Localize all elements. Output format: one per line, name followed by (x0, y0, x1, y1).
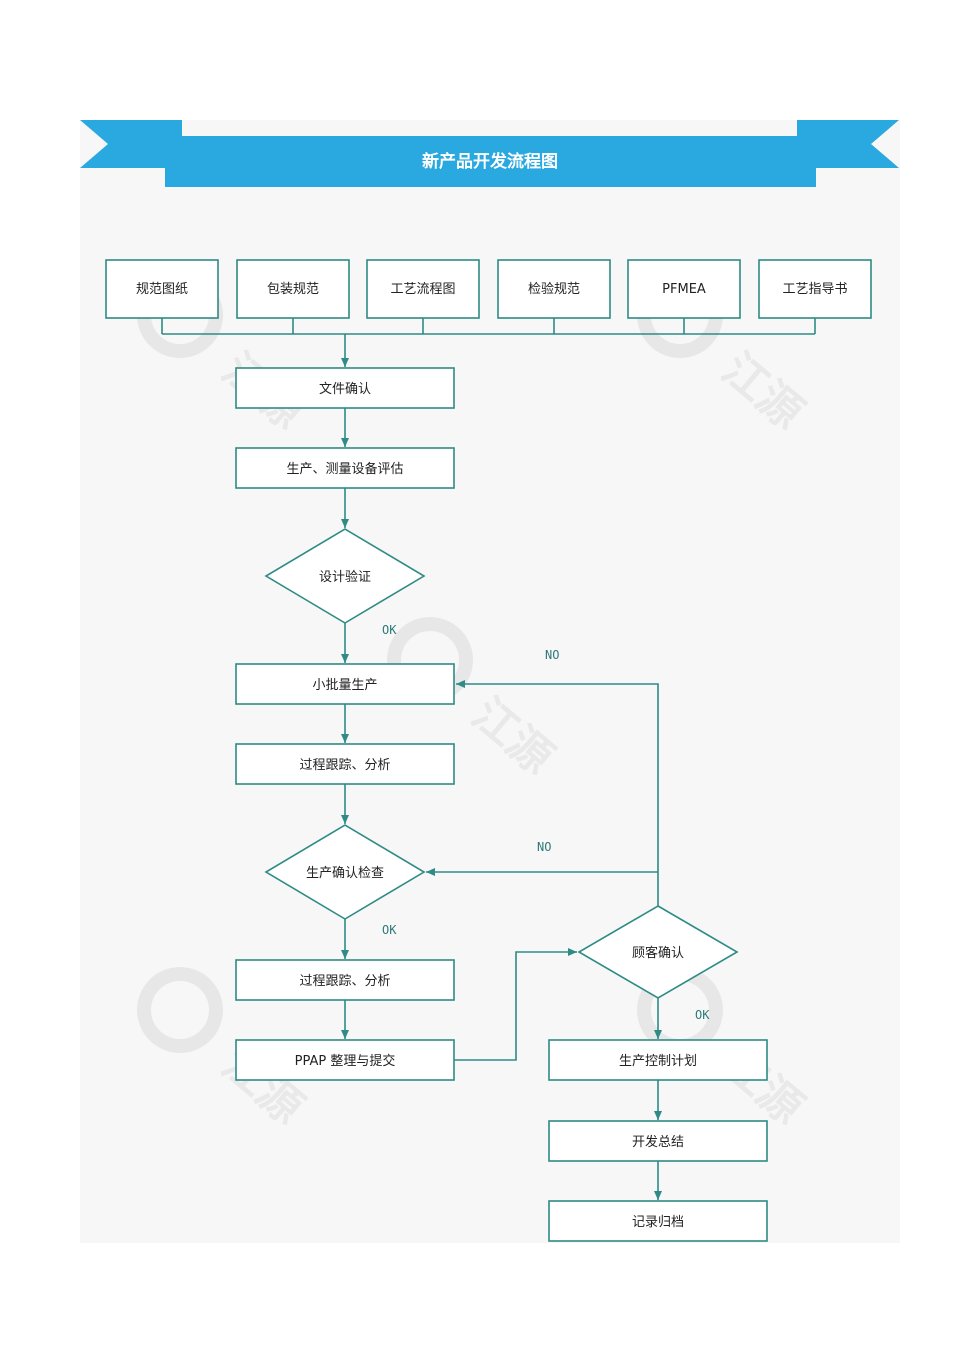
node-prod-check: 生产确认检查 (306, 866, 384, 881)
node-design-verify: 设计验证 (319, 569, 371, 585)
node-pfmea: PFMEA (662, 282, 706, 297)
label-no-small-batch: NO (545, 648, 559, 662)
title-banner: 新产品开发流程图 (80, 120, 899, 187)
node-drawings: 规范图纸 (136, 282, 188, 297)
node-tracking-1: 过程跟踪、分析 (299, 758, 390, 773)
document-row: 规范图纸 包装规范 工艺流程图 检验规范 PFMEA 工艺指导书 (105, 259, 872, 319)
node-equipment-eval: 生产、测量设备评估 (286, 461, 403, 477)
node-doc-confirm: 文件确认 (319, 382, 371, 397)
label-no-prod-check: NO (537, 840, 551, 854)
node-customer-confirm: 顾客确认 (632, 945, 684, 961)
label-ok-design: OK (382, 623, 397, 637)
page-title: 新产品开发流程图 (422, 151, 558, 172)
banner-bar (165, 136, 816, 187)
banner-right-ribbon (797, 120, 899, 168)
node-inspection: 检验规范 (528, 281, 580, 297)
node-small-batch: 小批量生产 (312, 678, 377, 693)
banner-left-ribbon (80, 120, 182, 168)
node-tracking-2: 过程跟踪、分析 (299, 974, 390, 989)
node-summary: 开发总结 (632, 1134, 684, 1150)
label-ok-customer: OK (695, 1008, 710, 1022)
node-process-chart: 工艺流程图 (390, 282, 455, 297)
node-archive: 记录归档 (632, 1215, 684, 1230)
node-instruction: 工艺指导书 (782, 282, 847, 297)
merge-connectors (161, 318, 816, 367)
label-ok-prod-check: OK (382, 923, 397, 937)
node-control-plan: 生产控制计划 (619, 1054, 697, 1069)
node-packaging: 包装规范 (267, 282, 319, 297)
node-ppap: PPAP 整理与提交 (295, 1053, 396, 1069)
